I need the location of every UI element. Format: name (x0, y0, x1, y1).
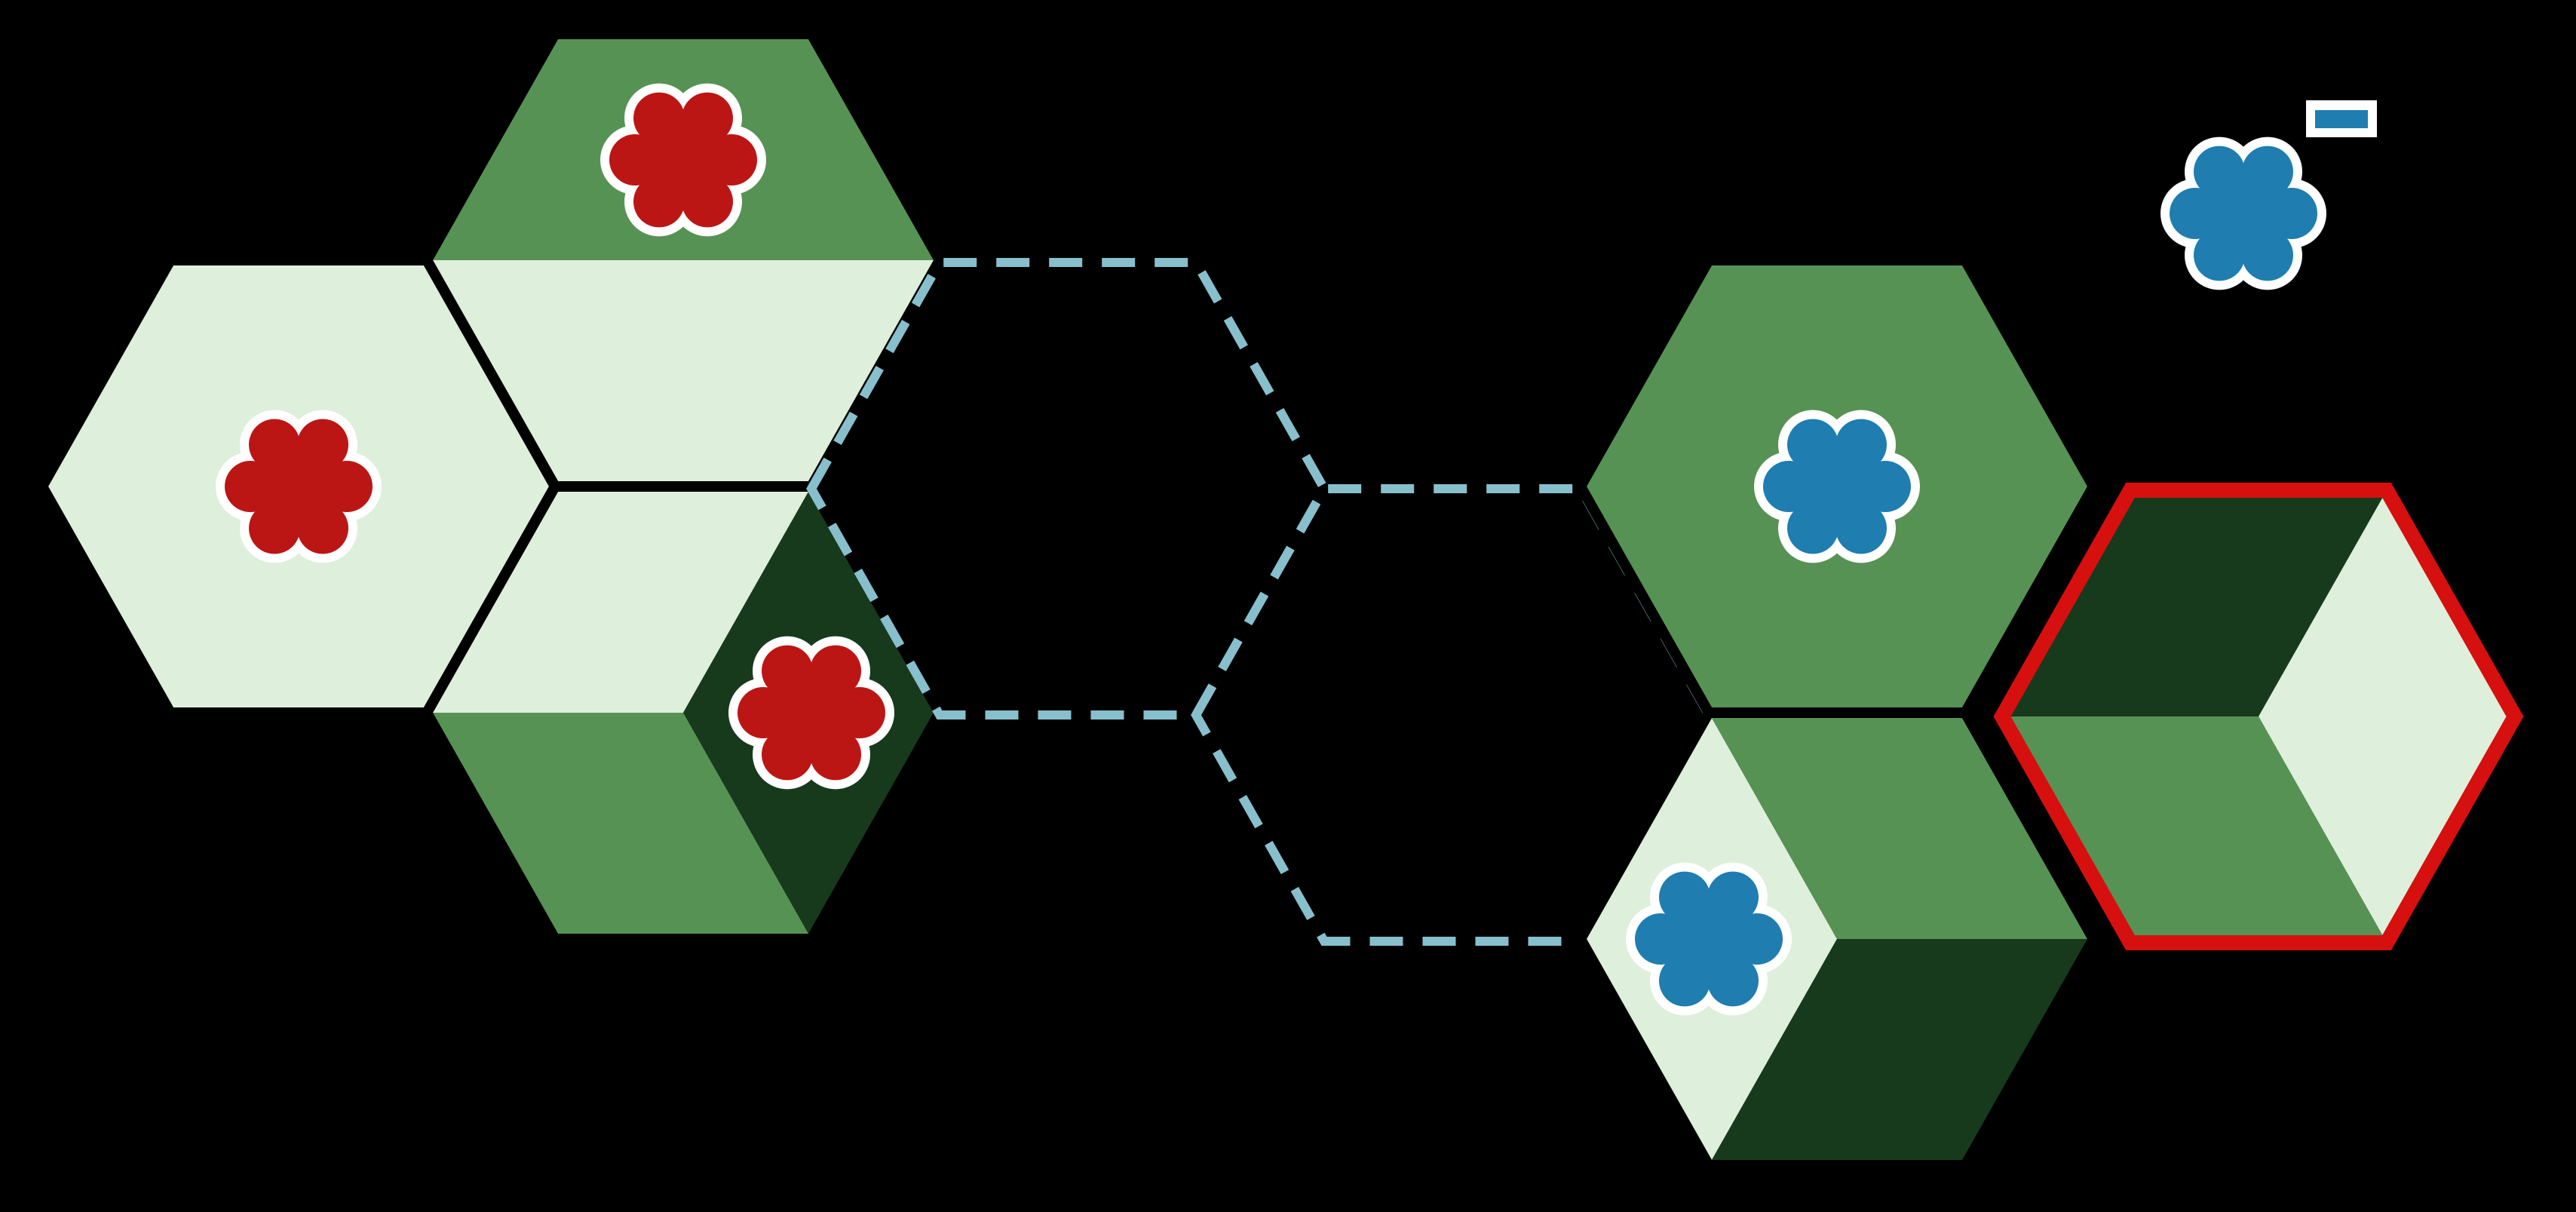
flower-petals (1635, 871, 1783, 1007)
empty-slot-2[interactable] (1191, 484, 1714, 946)
tile-top-left-a[interactable] (420, 29, 946, 492)
tile-right-cluster-g[interactable] (1574, 707, 2100, 1171)
minus-icon (2315, 110, 2368, 128)
blue-flower-icon (1754, 410, 1920, 563)
tile-right-cluster-g-border (1574, 707, 2100, 1171)
tile-top-left-a-bottom-face (427, 260, 940, 486)
tile-highlighted-h[interactable] (1993, 483, 2524, 950)
empty-slot-1-dashed-border (806, 258, 1329, 720)
flower-petals (2170, 146, 2317, 281)
legend-remove-blue-flower (2160, 100, 2377, 290)
empty-slot-1[interactable] (806, 258, 1329, 720)
empty-slot-2-dashed-border (1191, 484, 1714, 946)
flower-petals (609, 92, 757, 228)
flower-petals (225, 419, 373, 554)
blue-flower-icon (1626, 862, 1792, 1016)
flower-petals (738, 645, 885, 781)
red-flower-icon (600, 83, 766, 237)
legend-blue-flower-icon (2160, 137, 2326, 290)
red-flower-icon (728, 636, 894, 790)
tile-left-cluster-c[interactable] (420, 481, 946, 944)
red-flower-icon (216, 410, 382, 563)
tile-right-cluster-f[interactable] (1574, 255, 2100, 718)
tile-highlighted-h-border (1993, 483, 2524, 950)
flower-petals (1763, 419, 1911, 554)
tile-left-b[interactable] (35, 255, 562, 718)
